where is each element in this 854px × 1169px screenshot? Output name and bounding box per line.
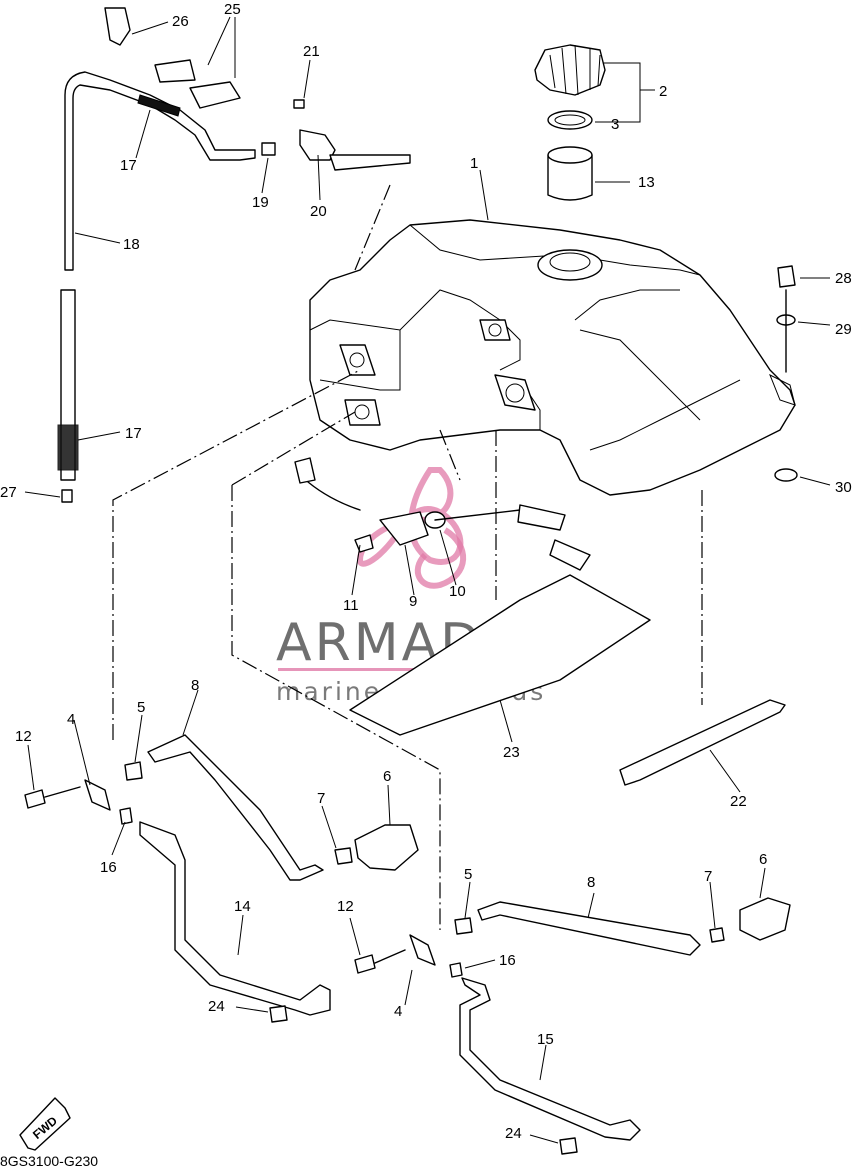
callout-30: 30 <box>835 479 852 496</box>
callout-27: 27 <box>0 484 17 501</box>
callout-4-right: 4 <box>394 1003 402 1020</box>
leader-lines <box>24 16 831 1144</box>
callout-8-right: 8 <box>587 874 595 891</box>
callout-29: 29 <box>835 321 852 338</box>
callout-7-right: 7 <box>704 868 712 885</box>
callout-12-left: 12 <box>15 728 32 745</box>
callout-3: 3 <box>611 116 619 133</box>
fuel-cock-left <box>24 734 419 1023</box>
breather-hose-assembly <box>57 7 411 503</box>
callout-19: 19 <box>252 194 269 211</box>
cap-gasket <box>547 110 593 130</box>
fuel-tank <box>309 219 796 496</box>
callout-16-left: 16 <box>100 859 117 876</box>
callout-6-right: 6 <box>759 851 767 868</box>
fuel-cap <box>534 44 606 96</box>
nut <box>777 265 796 288</box>
callout-23: 23 <box>503 744 520 761</box>
callout-6-left: 6 <box>383 768 391 785</box>
callout-26: 26 <box>172 13 189 30</box>
callout-numbers: 1 2 3 13 28 29 30 21 26 25 17 19 20 18 1… <box>0 1 852 1142</box>
fuel-cock-right <box>354 897 791 1155</box>
callout-20: 20 <box>310 203 327 220</box>
tank-strip <box>619 699 786 786</box>
callout-10: 10 <box>449 583 466 600</box>
callout-5-right: 5 <box>464 866 472 883</box>
callout-14: 14 <box>234 898 251 915</box>
callout-13: 13 <box>638 174 655 191</box>
callout-21: 21 <box>303 43 320 60</box>
callout-28: 28 <box>835 270 852 287</box>
damper <box>774 468 798 482</box>
callout-5-left: 5 <box>137 699 145 716</box>
fwd-arrow-icon <box>19 1097 71 1151</box>
callout-9: 9 <box>409 593 417 610</box>
callout-12-right: 12 <box>337 898 354 915</box>
callout-17-bottom: 17 <box>125 425 142 442</box>
callout-18: 18 <box>123 236 140 253</box>
callout-22: 22 <box>730 793 747 810</box>
chain-lines <box>112 184 703 930</box>
callout-25: 25 <box>224 1 241 18</box>
callout-24-right: 24 <box>505 1125 522 1142</box>
callout-1: 1 <box>470 155 478 172</box>
callout-16-right: 16 <box>499 952 516 969</box>
callout-24-left: 24 <box>208 998 225 1015</box>
fuel-sender-unit <box>294 457 591 571</box>
callout-7-left: 7 <box>317 790 325 807</box>
callout-8-left: 8 <box>191 677 199 694</box>
callout-15: 15 <box>537 1031 554 1048</box>
callout-11: 11 <box>343 597 359 614</box>
tank-cover-panel <box>349 574 651 736</box>
callout-17-top: 17 <box>120 157 137 174</box>
callout-4-left: 4 <box>67 711 75 728</box>
callout-2: 2 <box>659 83 667 100</box>
fuel-filter-strainer <box>547 146 593 201</box>
diagram-code: 8GS3100-G230 <box>0 1153 98 1169</box>
